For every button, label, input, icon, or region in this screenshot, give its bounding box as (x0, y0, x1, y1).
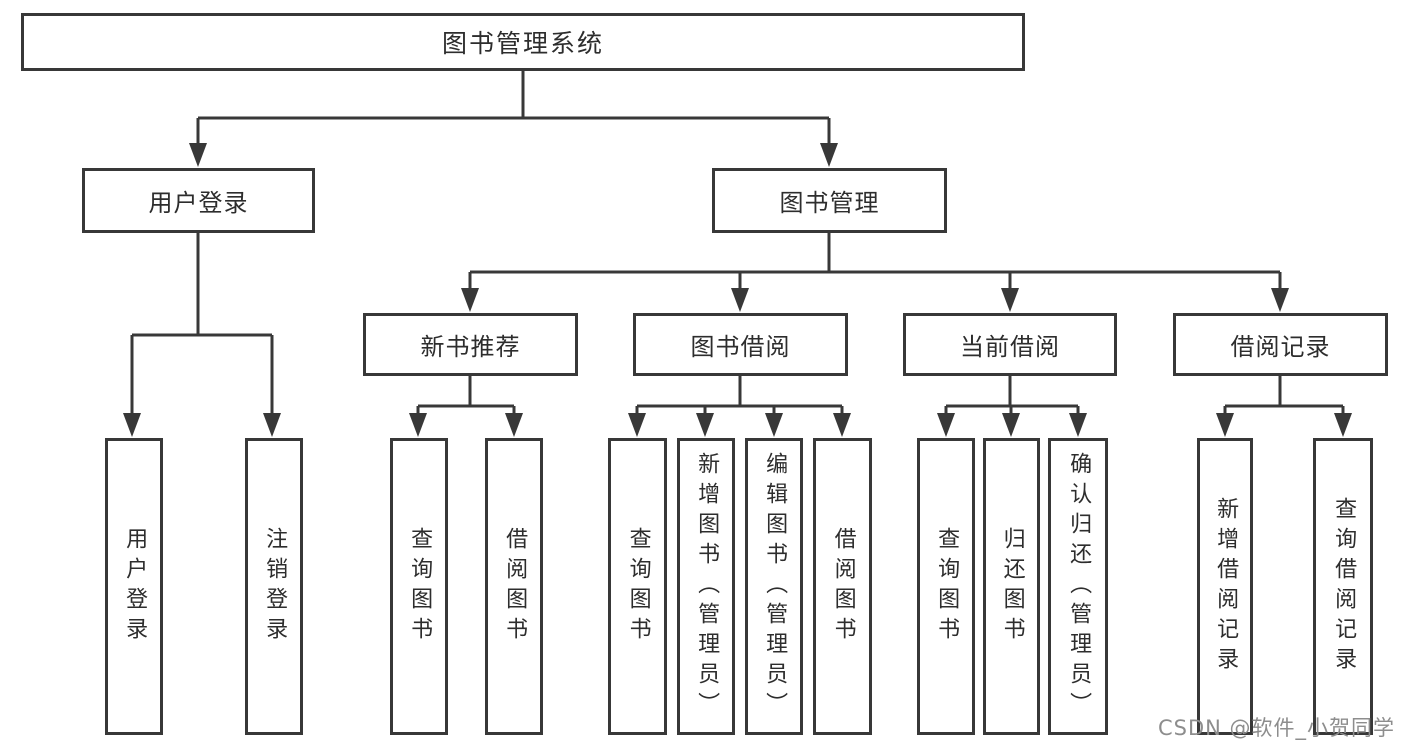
node-book-management: 图书管理 (712, 168, 947, 233)
node-book-borrow: 图书借阅 (633, 313, 848, 376)
leaf-query-borrow-record-label: 查询借阅记录 (1331, 496, 1357, 677)
leaf-query-borrow-record: 查询借阅记录 (1313, 438, 1373, 735)
leaf-add-borrow-record-label: 新增借阅记录 (1213, 496, 1239, 677)
leaf-user-login-label: 用户登录 (122, 526, 148, 647)
leaf-logout-label: 注销登录 (262, 526, 288, 647)
node-current-borrow: 当前借阅 (903, 313, 1117, 376)
leaf-borrow-books-1-label: 借阅图书 (502, 526, 528, 647)
leaf-add-borrow-record: 新增借阅记录 (1197, 438, 1253, 735)
leaf-query-books-2-label: 查询图书 (625, 526, 651, 647)
node-user-login-label: 用户登录 (148, 189, 249, 217)
csdn-watermark: CSDN @软件_小贺同学 (1158, 716, 1396, 740)
leaf-return-book: 归还图书 (983, 438, 1040, 735)
leaf-query-books-3: 查询图书 (917, 438, 975, 735)
leaf-query-books-3-label: 查询图书 (934, 526, 960, 647)
leaf-user-login: 用户登录 (105, 438, 163, 735)
leaf-add-book-admin: 新增图书（管理员） (677, 438, 735, 735)
leaf-query-books-1-label: 查询图书 (407, 526, 433, 647)
leaf-query-books-1: 查询图书 (390, 438, 448, 735)
node-new-book-recommend: 新书推荐 (363, 313, 578, 376)
node-root-label: 图书管理系统 (441, 29, 604, 58)
node-user-login: 用户登录 (82, 168, 315, 233)
leaf-logout: 注销登录 (245, 438, 303, 735)
node-root: 图书管理系统 (21, 13, 1025, 71)
leaf-borrow-books-1: 借阅图书 (485, 438, 543, 735)
node-book-borrow-label: 图书借阅 (690, 333, 791, 361)
node-borrow-records-label: 借阅记录 (1230, 333, 1331, 361)
leaf-query-books-2: 查询图书 (608, 438, 667, 735)
node-current-borrow-label: 当前借阅 (960, 333, 1060, 361)
node-borrow-records: 借阅记录 (1173, 313, 1388, 376)
leaf-confirm-return-admin: 确认归还（管理员） (1048, 438, 1108, 735)
leaf-borrow-books-2-label: 借阅图书 (830, 526, 856, 647)
node-new-book-recommend-label: 新书推荐 (420, 333, 521, 361)
leaf-edit-book-admin: 编辑图书（管理员） (745, 438, 803, 735)
node-book-management-label: 图书管理 (779, 189, 880, 217)
leaf-edit-book-admin-label: 编辑图书（管理员） (762, 451, 788, 722)
leaf-add-book-admin-label: 新增图书（管理员） (694, 451, 720, 722)
leaf-return-book-label: 归还图书 (999, 526, 1025, 647)
leaf-borrow-books-2: 借阅图书 (813, 438, 872, 735)
leaf-confirm-return-admin-label: 确认归还（管理员） (1066, 451, 1092, 722)
